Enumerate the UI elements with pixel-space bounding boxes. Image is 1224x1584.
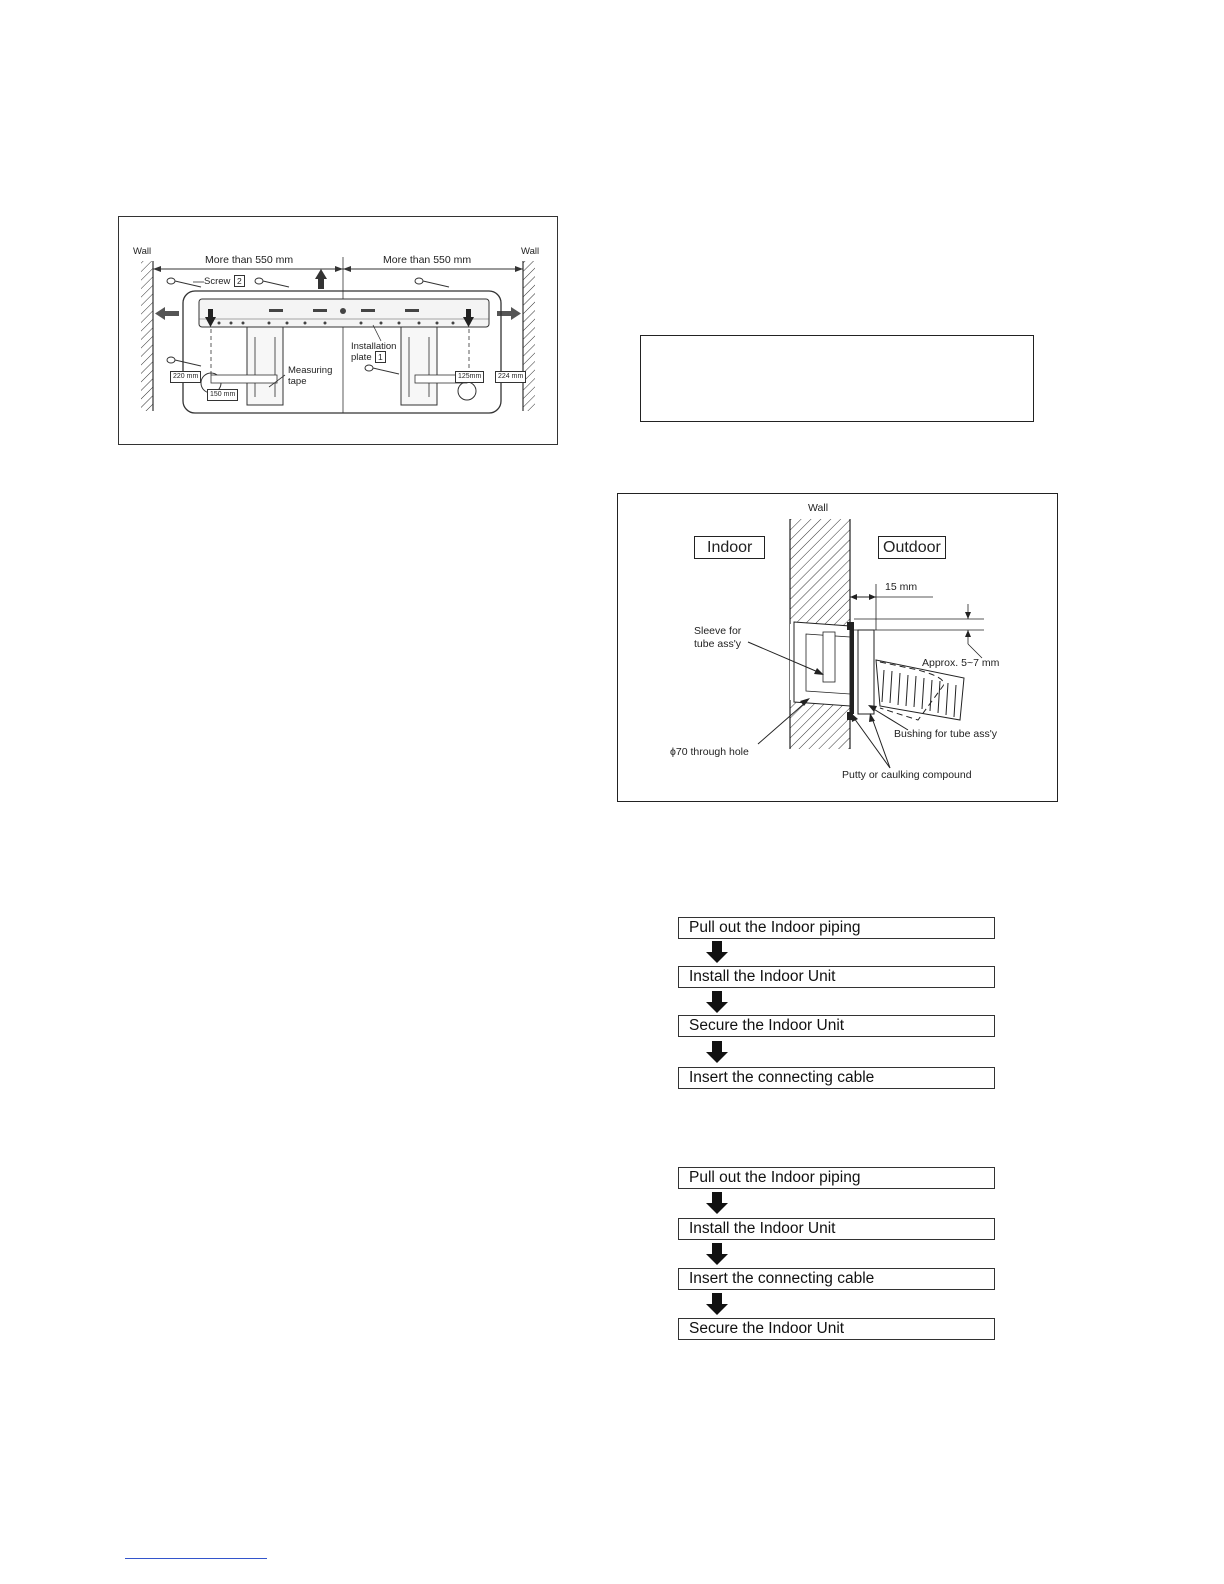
flow1-step-1: Pull out the Indoor piping xyxy=(678,917,995,939)
dimension-125mm: 125mm xyxy=(455,371,485,383)
sleeve-label-1: Sleeve for xyxy=(694,625,742,637)
screw-number-box: 2 xyxy=(234,275,245,287)
installation-plate-figure: Wall Wall More than 550 mm More than 550… xyxy=(118,216,558,445)
down-arrow-icon xyxy=(706,991,728,1013)
dimension-150mm: 150 mm xyxy=(207,389,239,401)
measuring-tape-label-2: tape xyxy=(288,376,307,387)
flow2-step-1: Pull out the Indoor piping xyxy=(678,1167,995,1189)
dimension-left-label: More than 550 mm xyxy=(205,254,294,266)
down-arrow-icon xyxy=(706,1293,728,1315)
wall-sleeve-figure: Wall Indoor Outdoor 15 mm Sleeve for tub… xyxy=(617,493,1058,802)
dimension-220mm: 220 mm xyxy=(170,371,202,383)
blank-note-box xyxy=(640,335,1034,422)
flow2-step-2: Install the Indoor Unit xyxy=(678,1218,995,1240)
putty-label: Putty or caulking compound xyxy=(842,769,972,781)
left-wall xyxy=(141,261,153,411)
flow2-step-4: Secure the Indoor Unit xyxy=(678,1318,995,1340)
screw-label: Screw xyxy=(204,276,231,287)
measuring-tape-label-1: Measuring xyxy=(288,365,333,376)
installation-plate-number-box: 1 xyxy=(375,351,386,363)
down-arrow-icon xyxy=(706,1243,728,1265)
down-arrow-icon xyxy=(706,1192,728,1214)
right-wall xyxy=(523,261,535,411)
through-hole-label: ϕ70 through hole xyxy=(670,746,749,758)
wall-label-right: Wall xyxy=(521,246,540,257)
outdoor-label: Outdoor xyxy=(878,536,946,559)
flow2-step-3: Insert the connecting cable xyxy=(678,1268,995,1290)
approx-label: Approx. 5~7 mm xyxy=(922,657,1000,669)
dimension-right-label: More than 550 mm xyxy=(383,254,472,266)
flow1-step-4: Insert the connecting cable xyxy=(678,1067,995,1089)
bushing-label: Bushing for tube ass'y xyxy=(894,728,997,740)
installation-plate-drawing xyxy=(141,257,535,414)
wall-label: Wall xyxy=(808,502,829,514)
flow1-step-3: Secure the Indoor Unit xyxy=(678,1015,995,1037)
dimension-224mm: 224 mm xyxy=(495,371,527,383)
flow1-step-2: Install the Indoor Unit xyxy=(678,966,995,988)
footer-link-underline[interactable] xyxy=(125,1558,267,1559)
wall-label-left: Wall xyxy=(133,246,152,257)
down-arrow-icon xyxy=(706,941,728,963)
installation-plate-label-1: Installation xyxy=(351,341,397,352)
wall-sleeve-drawing xyxy=(747,519,984,769)
indoor-label: Indoor xyxy=(694,536,766,559)
down-arrow-icon xyxy=(706,1041,728,1063)
installation-plate-label-2: plate xyxy=(351,352,372,363)
dimension-15mm-label: 15 mm xyxy=(885,581,918,593)
sleeve-label-2: tube ass'y xyxy=(694,638,741,650)
